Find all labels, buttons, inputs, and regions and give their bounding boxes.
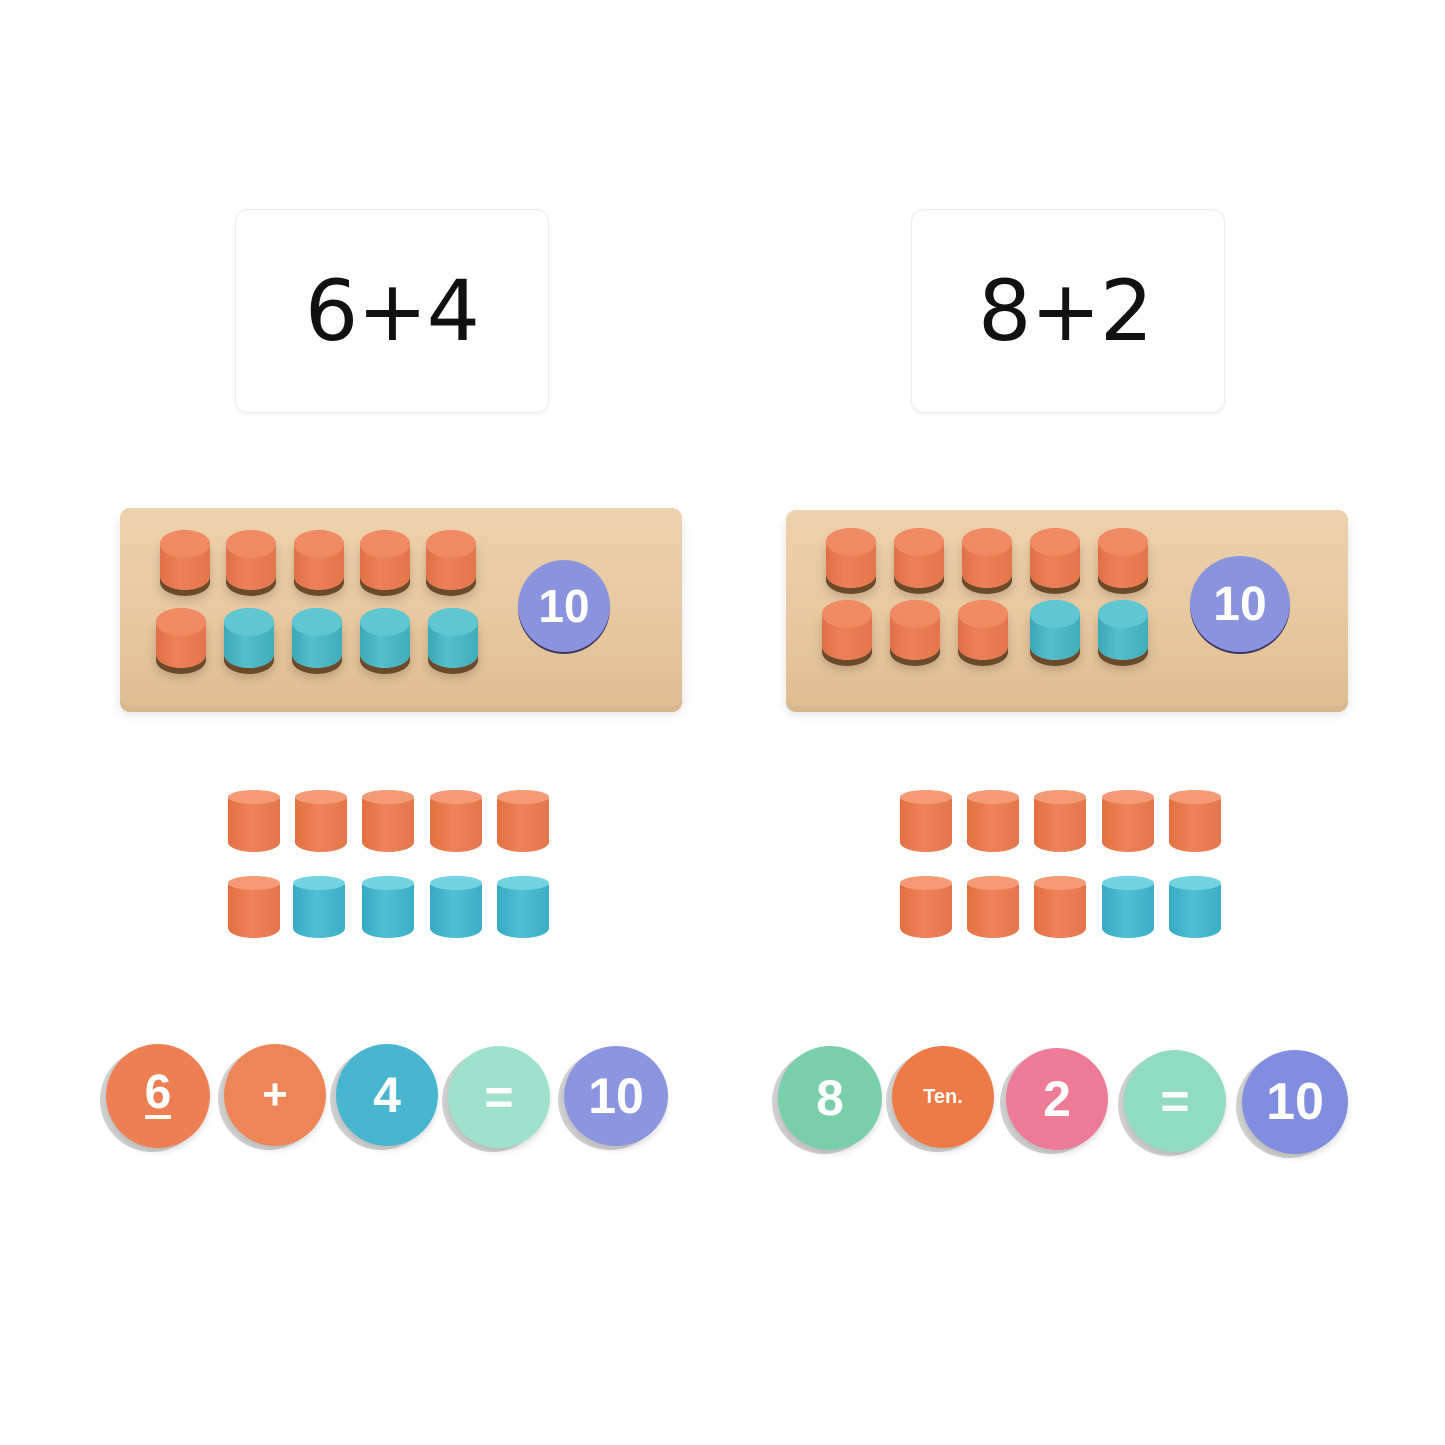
peg-orange[interactable] <box>962 528 1012 588</box>
board-total-disc[interactable]: 10 <box>518 560 610 652</box>
peg-orange[interactable] <box>360 530 410 590</box>
peg-orange[interactable] <box>226 530 276 590</box>
equation-card-left: 6+4 <box>236 210 548 412</box>
loose-peg-orange[interactable] <box>228 790 280 852</box>
loose-peg-blue[interactable] <box>497 876 549 938</box>
number-disc-10[interactable]: 10 <box>564 1046 668 1146</box>
loose-peg-blue[interactable] <box>1102 876 1154 938</box>
equation-card-right: 8+2 <box>912 210 1224 412</box>
peg-blue[interactable] <box>292 608 342 668</box>
loose-peg-blue[interactable] <box>1169 876 1221 938</box>
peg-orange[interactable] <box>1030 528 1080 588</box>
peg-blue[interactable] <box>360 608 410 668</box>
loose-peg-blue[interactable] <box>293 876 345 938</box>
loose-peg-orange[interactable] <box>1102 790 1154 852</box>
peg-orange[interactable] <box>958 600 1008 660</box>
operator-disc-equals[interactable]: = <box>448 1046 550 1148</box>
operator-disc-plus[interactable]: + <box>224 1044 326 1146</box>
number-disc-8[interactable]: 8 <box>778 1046 882 1150</box>
equation-card-text: 6+4 <box>304 262 480 360</box>
peg-blue[interactable] <box>1030 600 1080 660</box>
peg-blue[interactable] <box>428 608 478 668</box>
peg-orange[interactable] <box>826 528 876 588</box>
counting-board-right: 10 <box>786 510 1348 706</box>
loose-peg-orange[interactable] <box>900 876 952 938</box>
board-total-disc[interactable]: 10 <box>1190 556 1290 652</box>
counting-board-left: 10 <box>120 508 682 706</box>
peg-orange[interactable] <box>160 530 210 590</box>
peg-orange[interactable] <box>822 600 872 660</box>
loose-peg-orange[interactable] <box>900 790 952 852</box>
loose-peg-orange[interactable] <box>497 790 549 852</box>
loose-peg-orange[interactable] <box>430 790 482 852</box>
underline-mark <box>145 1115 171 1119</box>
peg-orange[interactable] <box>1098 528 1148 588</box>
peg-orange[interactable] <box>426 530 476 590</box>
peg-blue[interactable] <box>1098 600 1148 660</box>
loose-peg-orange[interactable] <box>967 876 1019 938</box>
number-disc-4[interactable]: 4 <box>336 1044 438 1146</box>
peg-orange[interactable] <box>294 530 344 590</box>
loose-peg-orange[interactable] <box>362 790 414 852</box>
operator-disc-equals[interactable]: = <box>1124 1050 1226 1152</box>
peg-blue[interactable] <box>224 608 274 668</box>
word-disc-ten[interactable]: Ten. <box>892 1046 994 1148</box>
number-disc-2[interactable]: 2 <box>1006 1048 1108 1150</box>
peg-orange[interactable] <box>890 600 940 660</box>
number-disc-10[interactable]: 10 <box>1242 1050 1348 1154</box>
loose-peg-blue[interactable] <box>430 876 482 938</box>
loose-peg-orange[interactable] <box>295 790 347 852</box>
loose-peg-orange[interactable] <box>1169 790 1221 852</box>
loose-peg-blue[interactable] <box>362 876 414 938</box>
loose-peg-orange[interactable] <box>1034 790 1086 852</box>
loose-peg-orange[interactable] <box>967 790 1019 852</box>
loose-peg-orange[interactable] <box>1034 876 1086 938</box>
number-disc-6[interactable]: 6 <box>106 1044 210 1148</box>
peg-orange[interactable] <box>894 528 944 588</box>
loose-peg-orange[interactable] <box>228 876 280 938</box>
equation-card-text: 8+2 <box>978 262 1153 360</box>
peg-orange[interactable] <box>156 608 206 668</box>
